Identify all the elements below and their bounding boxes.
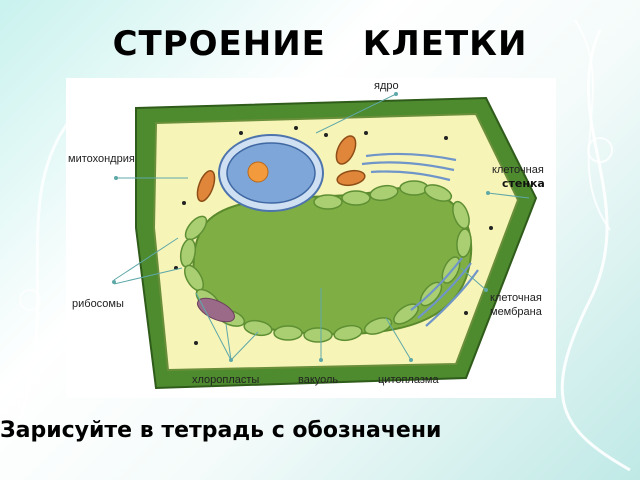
- label-vacuole: вакуоль: [298, 374, 339, 386]
- label-cell-wall: клеточная: [492, 164, 544, 176]
- mitochondria: [196, 135, 366, 202]
- instruction-text: Зарисуйте в тетрадь с обозначени: [0, 418, 442, 443]
- leader-dots: [112, 92, 490, 362]
- label-cell-membrane-1: клеточная: [490, 292, 542, 304]
- label-cell-membrane-2: мембрана: [490, 306, 542, 318]
- inclusion-body: [196, 297, 236, 323]
- ribosomes: [174, 126, 493, 345]
- nucleus: [218, 134, 324, 212]
- plant-cell-illustration: [112, 92, 538, 390]
- cell-diagram: ядро митохондрия клеточная стенка рибосо…: [66, 78, 556, 398]
- label-cell-wall-cont: стенка: [502, 177, 545, 190]
- slide-title: СТРОЕНИЕ КЛЕТКИ: [112, 24, 528, 64]
- label-ribosomes: рибосомы: [72, 298, 124, 310]
- label-mitochondria: митохондрия: [68, 153, 135, 165]
- endoplasmic-reticulum: [361, 152, 479, 327]
- nucleolus: [247, 161, 269, 183]
- leader-lines: [113, 93, 530, 361]
- label-cytoplasm: цитоплазма: [378, 374, 439, 386]
- label-nucleus: ядро: [374, 80, 399, 92]
- label-chloroplasts: хлоропласты: [192, 374, 260, 386]
